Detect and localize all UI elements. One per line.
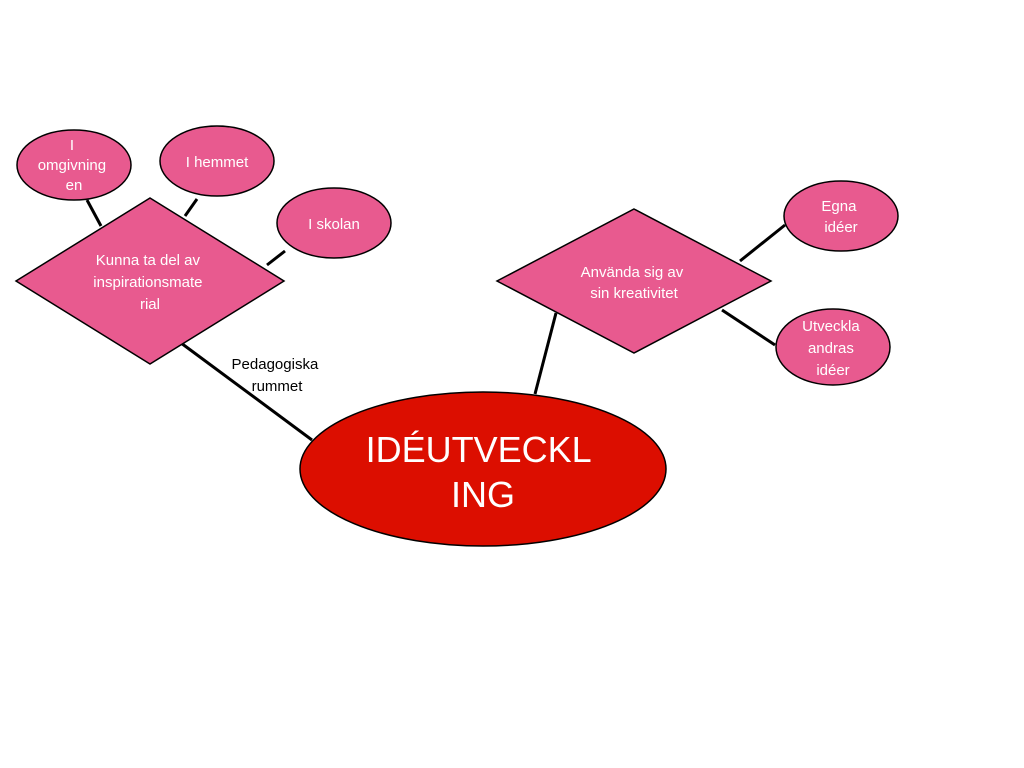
node-omgivningen-label: I omgivning en	[38, 137, 111, 194]
node-andras-line-1: Utveckla	[802, 318, 860, 335]
node-inspiration-line-3: rial	[140, 296, 160, 313]
edge-inspiration-center	[180, 341, 313, 442]
node-skolan-label: I skolan	[308, 216, 360, 233]
edge-egna-kreativitet	[739, 223, 786, 263]
node-inspiration-shape	[14, 197, 286, 365]
node-skolan-shape	[276, 187, 392, 259]
node-center: IDÉUTVECKL ING	[299, 391, 667, 547]
node-kreativitet-shape	[495, 208, 773, 354]
node-egna-line-2: idéer	[824, 219, 857, 236]
node-omgivningen-shape	[16, 129, 132, 201]
node-andras-line-2: andras	[808, 340, 854, 357]
node-hemmet-shape	[159, 125, 275, 197]
node-omgivningen: I omgivning en	[16, 129, 132, 201]
node-center-line-1: IDÉUTVECKL	[366, 429, 591, 470]
node-andras-line-3: idéer	[816, 362, 849, 379]
node-omgivningen-line-2: omgivning	[38, 157, 106, 174]
node-hemmet: I hemmet	[159, 125, 275, 197]
edge-kreativitet-center	[533, 312, 558, 395]
node-kreativitet-line-2: sin kreativitet	[590, 285, 678, 302]
edge-omgivningen-inspiration	[85, 199, 103, 227]
node-egna-shape	[783, 180, 899, 252]
node-kreativitet-line-1: Använda sig av	[581, 264, 684, 281]
connectors	[85, 198, 786, 442]
node-center-shape	[299, 391, 667, 547]
node-andras: Utveckla andras idéer	[775, 308, 891, 386]
node-center-line-2: ING	[451, 474, 515, 515]
node-center-label: IDÉUTVECKL ING	[366, 429, 601, 515]
node-andras-shape	[775, 308, 891, 386]
node-omgivningen-line-1: I	[70, 137, 74, 154]
node-egna-label: Egna idéer	[821, 198, 860, 236]
edge-label-line-1: Pedagogiska	[232, 356, 319, 373]
node-inspiration-line-1: Kunna ta del av	[96, 252, 201, 269]
node-omgivningen-line-3: en	[66, 177, 83, 194]
node-egna-line-1: Egna	[821, 198, 857, 215]
edge-skolan-inspiration	[266, 249, 286, 267]
edge-label-line-2: rummet	[252, 378, 304, 395]
node-kreativitet: Använda sig av sin kreativitet	[495, 208, 773, 354]
edge-andras-kreativitet	[721, 308, 776, 347]
node-inspiration-label: Kunna ta del av inspirationsmate rial	[93, 252, 206, 313]
edge-label-pedagogiska-rummet: Pedagogiska rummet	[232, 356, 323, 395]
node-inspiration: Kunna ta del av inspirationsmate rial	[14, 197, 286, 365]
node-skolan: I skolan	[276, 187, 392, 259]
node-inspiration-line-2: inspirationsmate	[93, 274, 202, 291]
node-egna: Egna idéer	[783, 180, 899, 252]
edge-hemmet-inspiration	[183, 198, 199, 217]
node-hemmet-label: I hemmet	[186, 154, 249, 171]
node-kreativitet-label: Använda sig av sin kreativitet	[581, 264, 688, 302]
node-andras-label: Utveckla andras idéer	[802, 318, 864, 379]
